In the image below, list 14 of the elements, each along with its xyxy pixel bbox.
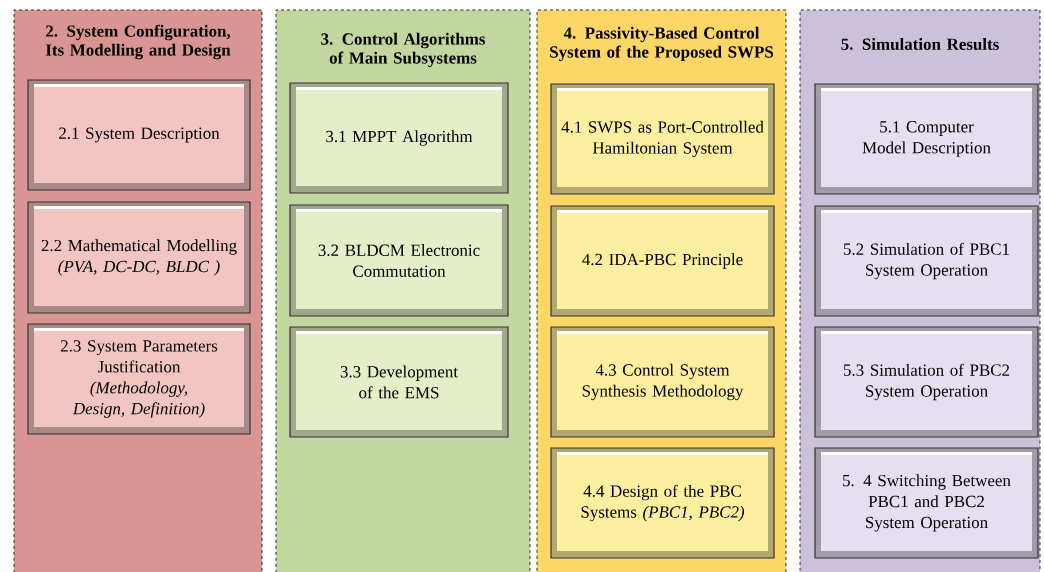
- section-box: 3.3 Development of the EMS: [289, 326, 509, 438]
- section-box: 3.1 MPPT Algorithm: [289, 82, 509, 194]
- section-box: 2.3 System Parameters Justification (Methodology, Design, Definition): [27, 323, 251, 435]
- section-box: 2.2 Mathematical Modelling (PVA, DC-DC, BLDC ): [27, 201, 251, 314]
- section-box: 4.2 IDA-PBC Principle: [550, 205, 775, 317]
- section-box: 4.1 SWPS as Port-Controlled Hamiltonian System: [550, 83, 775, 195]
- section-box: 5.1 Computer Model Description: [814, 83, 1039, 195]
- section-box: 4.4 Design of the PBC Systems (PBC1, PBC2): [550, 447, 775, 559]
- section-box: 5.3 Simulation of PBC2 System Operation: [814, 326, 1039, 438]
- section-box: 4.3 Control System Synthesis Methodology: [550, 326, 775, 438]
- section-box: 2.1 System Description: [27, 79, 251, 191]
- section-box: 5.2 Simulation of PBC1 System Operation: [814, 205, 1039, 317]
- section-box: 3.2 BLDCM Electronic Commutation: [289, 204, 509, 317]
- section-box: 5. 4 Switching Between PBC1 and PBC2 System Operation: [814, 447, 1039, 559]
